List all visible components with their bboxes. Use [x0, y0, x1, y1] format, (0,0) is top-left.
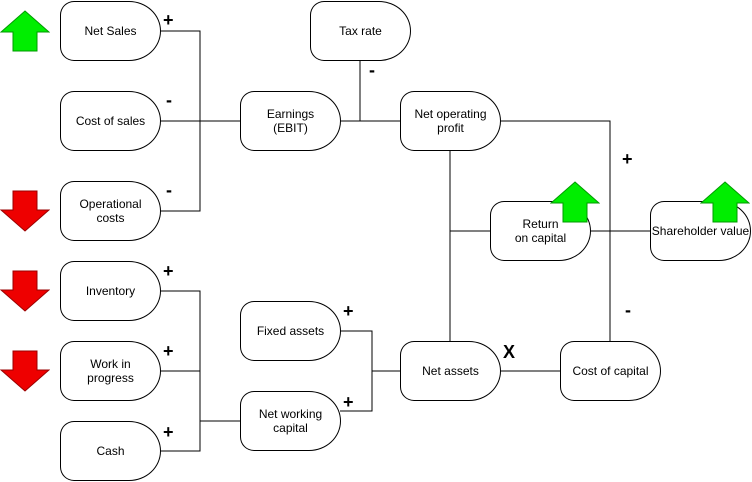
net-assets-label: Net assets [422, 364, 479, 378]
cash-label: Cash [96, 444, 125, 458]
net-operating-profit-label: Net operating profit [414, 107, 487, 135]
sign-net-sales: + [163, 10, 174, 30]
earnings-label: Earnings (EBIT) [266, 107, 315, 135]
sign-tax-rate: - [369, 60, 375, 80]
up-arrow-icon [700, 181, 750, 223]
sign-cost-of-sales: - [166, 90, 172, 110]
node-earnings[interactable]: Earnings (EBIT) [240, 91, 341, 151]
sign-net-assets: X [503, 342, 516, 362]
node-cost-of-capital[interactable]: Cost of capital [560, 341, 661, 401]
up-arrow-icon [0, 10, 50, 52]
sign-nop-to-shareholder-value: + [622, 149, 633, 169]
node-operational-costs[interactable]: Operational costs [60, 181, 161, 241]
node-net-working-capital[interactable]: Net working capital [240, 391, 341, 451]
node-fixed-assets[interactable]: Fixed assets [240, 301, 341, 361]
operational-costs-label: Operational costs [79, 197, 142, 225]
sign-cash: + [163, 422, 174, 442]
node-net-operating-profit[interactable]: Net operating profit [400, 91, 501, 151]
node-tax-rate[interactable]: Tax rate [310, 1, 411, 61]
work-in-progress-label: Work in progress [87, 357, 134, 385]
down-arrow-icon [0, 350, 50, 392]
node-net-assets[interactable]: Net assets [400, 341, 501, 401]
down-arrow-icon [0, 190, 50, 232]
tax-rate-label: Tax rate [339, 24, 382, 38]
down-arrow-icon [0, 270, 50, 312]
sign-work-in-progress: + [163, 341, 174, 361]
node-inventory[interactable]: Inventory [60, 261, 161, 321]
node-work-in-progress[interactable]: Work in progress [60, 341, 161, 401]
sign-fixed-assets: + [343, 301, 354, 321]
shareholder-value-label: Shareholder value [651, 224, 750, 238]
sign-coc-to-shareholder-value: - [625, 300, 631, 320]
return-on-capital-label: Return on capital [514, 217, 567, 245]
net-working-capital-label: Net working capital [258, 407, 323, 435]
fixed-assets-label: Fixed assets [256, 324, 325, 338]
sign-net-working-capital: + [343, 392, 354, 412]
inventory-label: Inventory [85, 284, 136, 298]
sign-inventory: + [163, 261, 174, 281]
node-cash[interactable]: Cash [60, 421, 161, 481]
cost-of-capital-label: Cost of capital [572, 364, 649, 378]
node-net-sales[interactable]: Net Sales [60, 1, 161, 61]
up-arrow-icon [550, 181, 600, 223]
cost-of-sales-label: Cost of sales [75, 114, 146, 128]
net-sales-label: Net Sales [84, 24, 137, 38]
sign-operational-costs: - [166, 180, 172, 200]
node-cost-of-sales[interactable]: Cost of sales [60, 91, 161, 151]
